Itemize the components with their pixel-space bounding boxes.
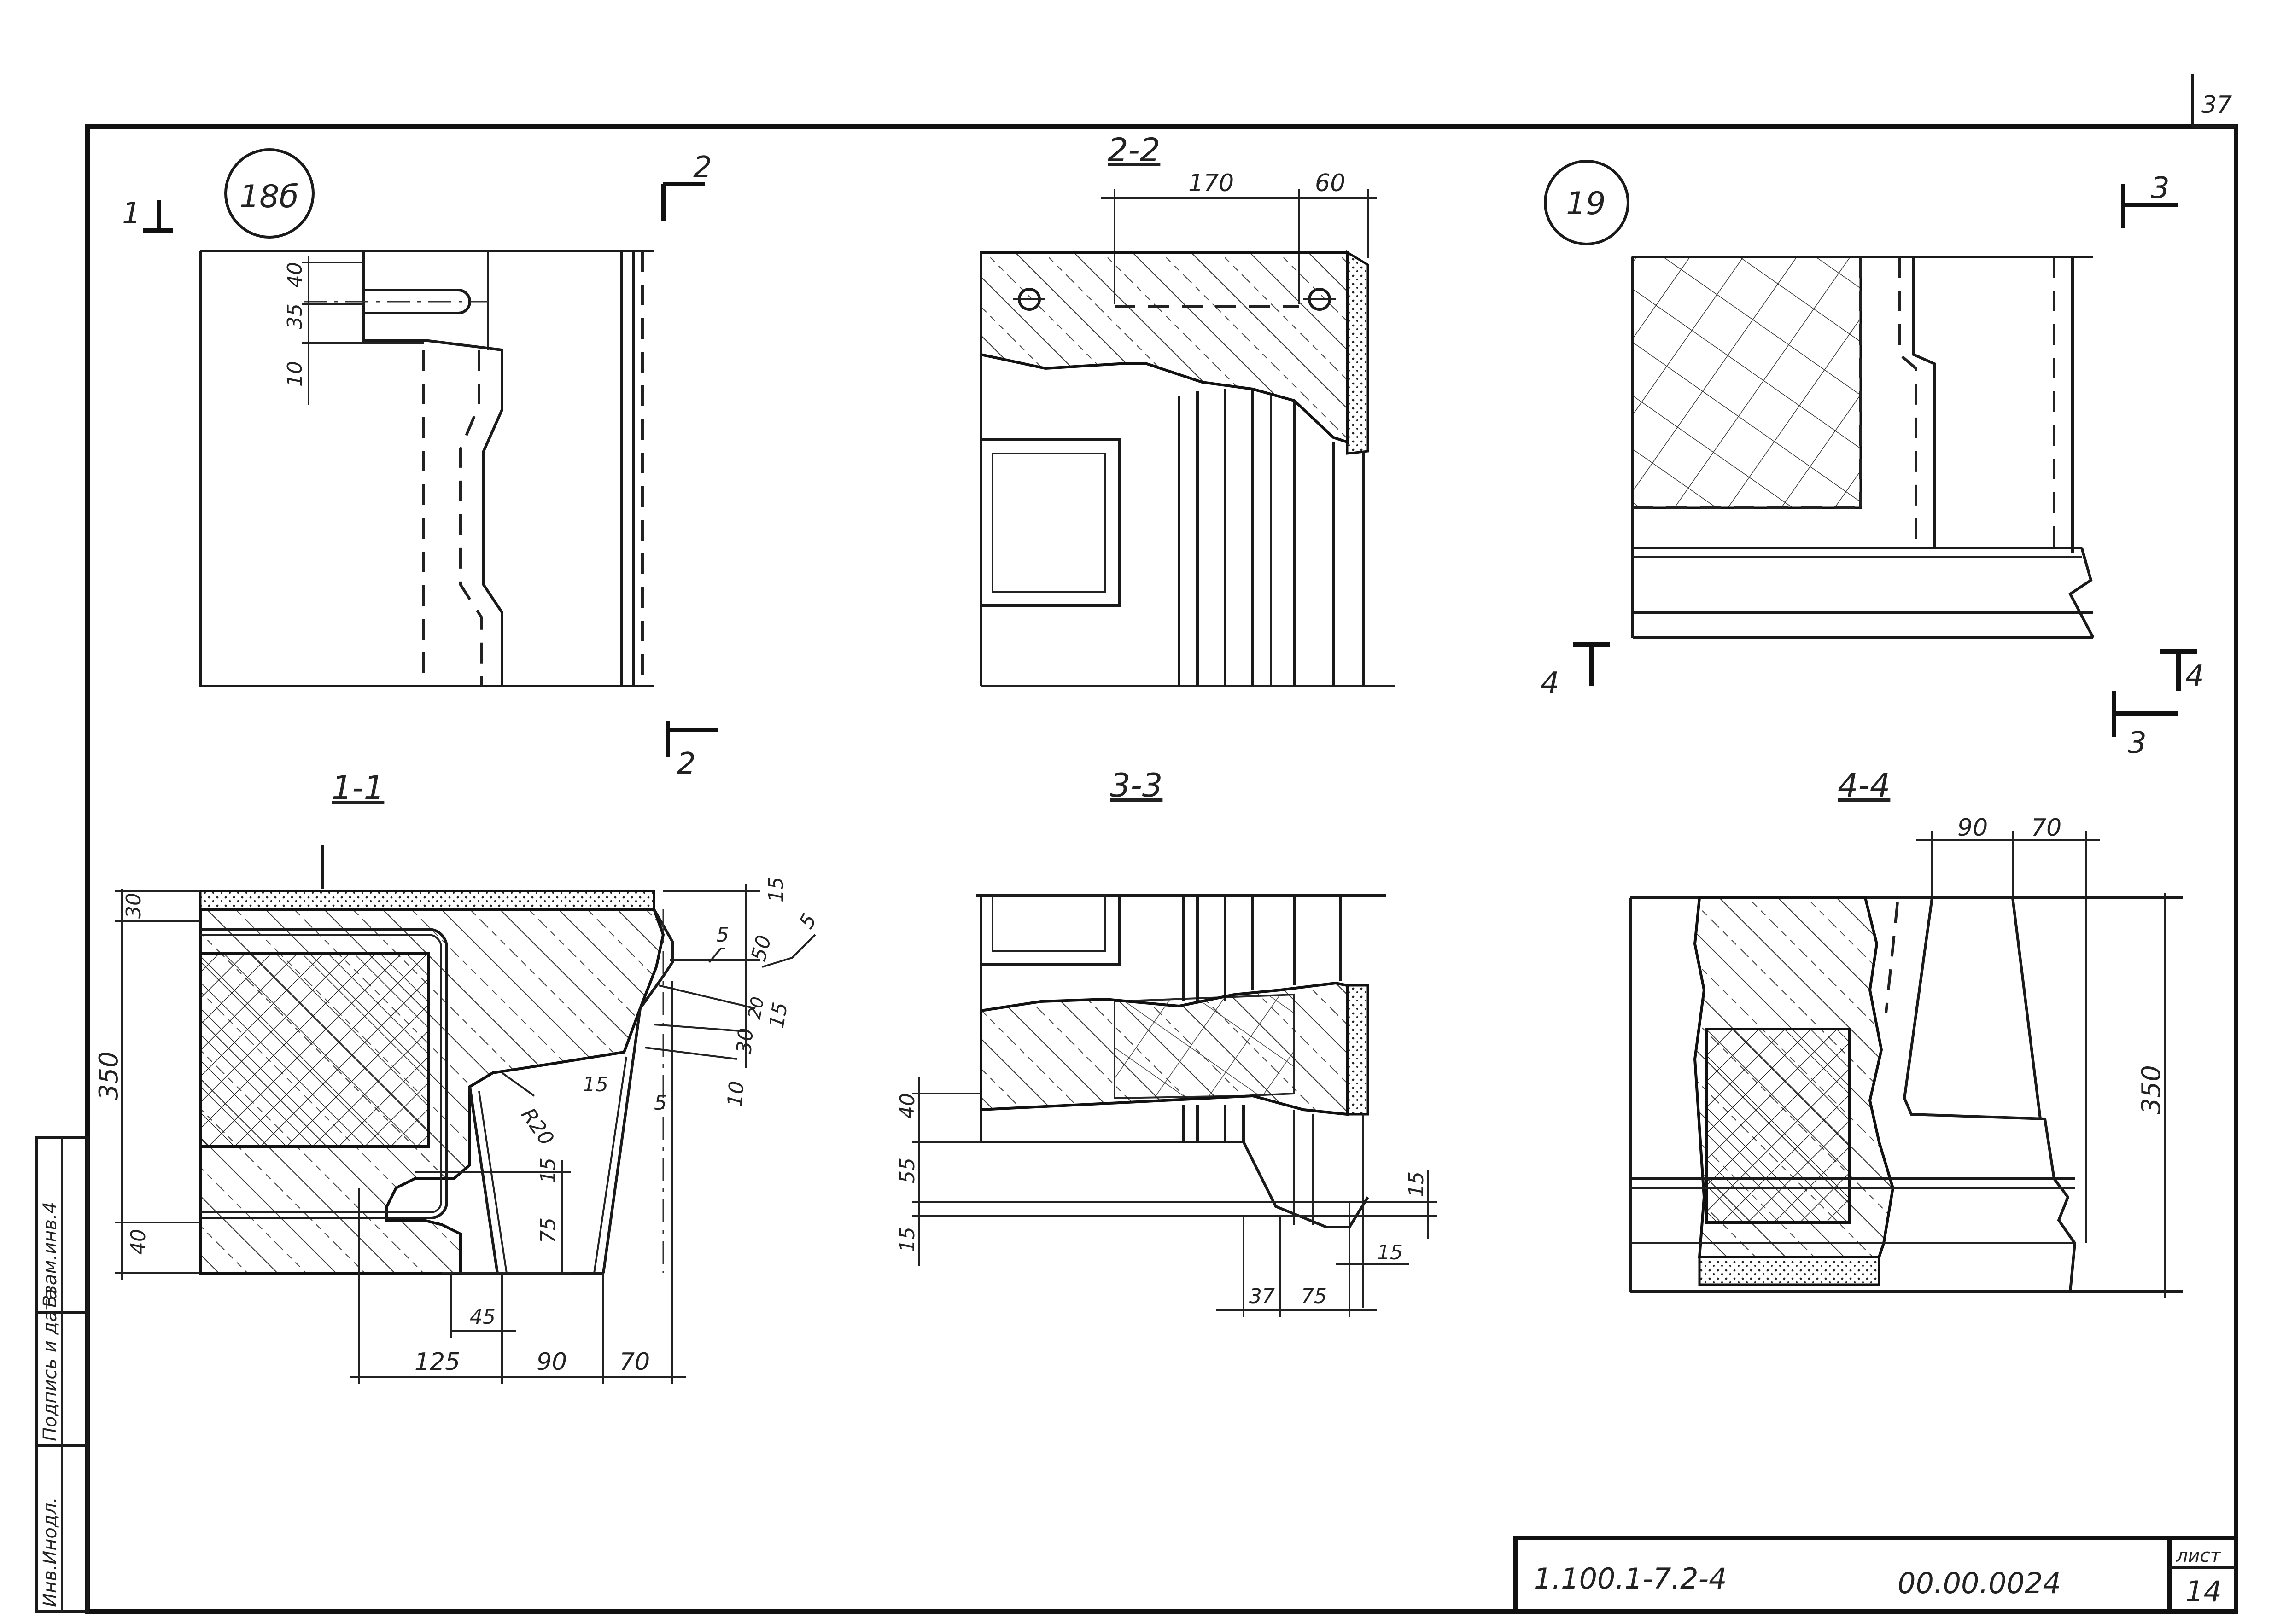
- dim-3-3-55: 55: [896, 1158, 919, 1183]
- dim-1-1-75: 75: [537, 1217, 560, 1243]
- dim-1-1-350: 350: [94, 1051, 124, 1100]
- dim-1-1-70: 70: [619, 1348, 650, 1376]
- sheet-frame: 37: [85, 74, 2238, 1614]
- dim-1-1-15c: 15: [583, 1073, 608, 1096]
- cut-mark-4-right: 4: [2185, 659, 2204, 693]
- dim-18b-40: 40: [283, 262, 307, 288]
- sheet-number: 14: [2185, 1575, 2222, 1608]
- dim-1-1-50: 50: [747, 933, 776, 964]
- dim-3-3-40: 40: [896, 1093, 919, 1119]
- dim-1-1-5c: 5: [654, 1091, 667, 1115]
- page-number: 37: [2201, 91, 2232, 119]
- section-title-1-1: 1-1: [332, 769, 384, 807]
- dim-1-1-15b: 15: [765, 1001, 793, 1030]
- dim-1-1-10: 10: [723, 1080, 749, 1108]
- cut-mark-3-bottom: 3: [2128, 726, 2147, 760]
- cut-mark-1: 1: [122, 197, 141, 231]
- section-1-1: 1-1 30 350 40 15: [94, 769, 822, 1384]
- side-stamp: Взам.инв.4 Подпись и дата Инв.Инодл.: [35, 1136, 89, 1613]
- dim-3-3-15b: 15: [1405, 1171, 1428, 1197]
- dim-1-1-5a: 5: [716, 923, 729, 947]
- cut-mark-2-top: 2: [693, 151, 712, 185]
- dim-1-1-125: 125: [415, 1348, 460, 1376]
- callout-18b: 18б: [239, 179, 298, 215]
- document-code: 1.100.1-7.2-4: [1534, 1562, 1727, 1595]
- dim-18b-10: 10: [283, 361, 307, 387]
- view-node-19: 19 3 4 4 3: [1541, 160, 2204, 760]
- cut-mark-4-left: 4: [1541, 666, 1559, 700]
- document-designation: 00.00.0024: [1898, 1566, 2061, 1600]
- dim-2-2-60: 60: [1315, 169, 1345, 197]
- dim-1-1-20: 20: [744, 995, 768, 1020]
- stamp-podpis-data: Подпись и дата: [40, 1289, 61, 1441]
- dim-3-3-75: 75: [1301, 1285, 1327, 1308]
- dim-4-4-90: 90: [1957, 814, 1988, 842]
- dim-1-1-15d: 15: [537, 1158, 560, 1183]
- cut-mark-3-top: 3: [2151, 171, 2170, 205]
- dim-3-3-37: 37: [1249, 1285, 1275, 1308]
- dim-1-1-90: 90: [537, 1348, 567, 1376]
- section-4-4: 4-4 90 70 350: [1629, 767, 2183, 1298]
- dim-1-1-40: 40: [127, 1229, 150, 1255]
- cut-mark-2-bottom: 2: [677, 747, 696, 781]
- section-3-3: 3-3 40 55 15 1: [896, 767, 1437, 1317]
- dim-1-1-30: 30: [122, 893, 146, 919]
- dim-1-1-R20: R20: [516, 1104, 558, 1150]
- dim-18b-35: 35: [283, 303, 307, 329]
- dim-1-1-15a: 15: [765, 877, 788, 902]
- callout-19: 19: [1566, 186, 1606, 222]
- dim-1-1-30b: 30: [732, 1027, 758, 1055]
- title-block: 1.100.1-7.2-4 00.00.0024 лист 14: [1513, 1536, 2238, 1614]
- stamp-vzam-inv: Взам.инв.4: [40, 1202, 61, 1308]
- section-title-3-3: 3-3: [1110, 767, 1162, 804]
- stamp-inv-podl: Инв.Инодл.: [40, 1497, 61, 1607]
- section-title-4-4: 4-4: [1838, 767, 1890, 804]
- dim-3-3-15c: 15: [1377, 1241, 1403, 1264]
- dim-4-4-350: 350: [2137, 1065, 2166, 1114]
- dim-2-2-170: 170: [1188, 169, 1234, 197]
- dim-3-3-15a: 15: [896, 1227, 919, 1252]
- dim-1-1-5b: 5: [794, 910, 821, 933]
- sheet-label: лист: [2176, 1545, 2222, 1566]
- section-title-2-2: 2-2: [1108, 131, 1160, 169]
- view-node-18b: 18б 1 2 40 35 10 2: [122, 148, 718, 781]
- section-2-2: 2-2 170 60: [980, 131, 1395, 687]
- dim-4-4-70: 70: [2031, 814, 2061, 842]
- dim-1-1-45: 45: [470, 1305, 496, 1329]
